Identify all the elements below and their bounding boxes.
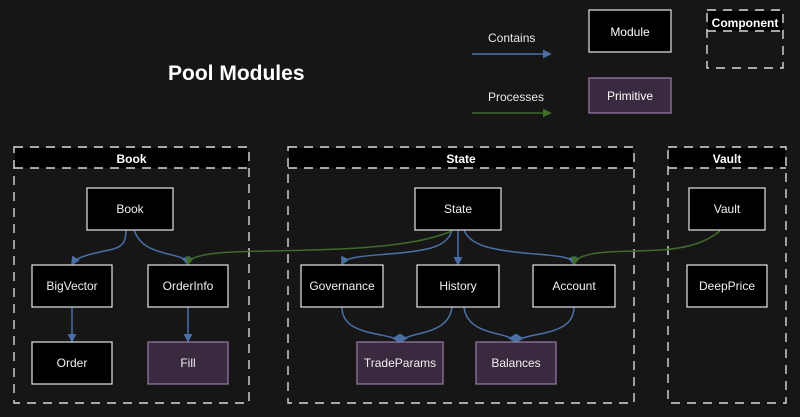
legend-primitive-box (588, 77, 672, 114)
node-label-balances: Balances (491, 356, 540, 370)
edge-contains-history-to-balances (463, 306, 517, 344)
section-header-band (289, 148, 633, 168)
section-border (667, 146, 787, 404)
edge-contains-book-to-bigvector (71, 229, 127, 266)
edge-contains-state-to-governance (341, 229, 453, 266)
section-label-vault: Vault (713, 152, 742, 166)
edge-processes-vault-to-account (571, 230, 721, 266)
legend-contains-label: Contains (488, 31, 535, 45)
section-state[interactable]: State (287, 146, 635, 404)
edge-contains-book-to-orderinfo (133, 229, 190, 266)
section-border (287, 146, 635, 404)
edge-contains-state-to-account (463, 229, 577, 266)
node-label-book: Book (116, 202, 144, 216)
node-box-module (300, 264, 384, 308)
legend-module-label: Module (610, 25, 650, 39)
section-header-band (669, 148, 785, 168)
legend-processes-label: Processes (488, 90, 544, 104)
page-title: Pool Modules (168, 62, 305, 85)
legend-component-label: Component (712, 16, 779, 30)
node-label-bigvector: BigVector (46, 279, 97, 293)
node-box-module (416, 264, 500, 308)
node-label-governance: Governance (309, 279, 375, 293)
node-box-primitive (475, 341, 557, 385)
node-label-fill: Fill (180, 356, 195, 370)
node-deepprice[interactable]: DeepPrice (686, 264, 768, 308)
node-fill[interactable]: Fill (147, 341, 229, 385)
node-bigvector[interactable]: BigVector (31, 264, 113, 308)
edge-contains-history-to-tradeparams (399, 306, 453, 344)
node-label-deepprice: DeepPrice (699, 279, 755, 293)
section-label-state: State (446, 152, 476, 166)
section-book[interactable]: Book (13, 146, 250, 404)
section-vault[interactable]: Vault (667, 146, 787, 404)
node-book[interactable]: Book (86, 187, 174, 231)
node-box-module (686, 264, 768, 308)
node-box-module (31, 264, 113, 308)
node-history[interactable]: History (416, 264, 500, 308)
edge-processes-state-to-orderinfo (185, 230, 453, 266)
node-account[interactable]: Account (532, 264, 616, 308)
node-orderinfo[interactable]: OrderInfo (147, 264, 229, 308)
node-governance[interactable]: Governance (300, 264, 384, 308)
node-box-module (31, 341, 113, 385)
node-box-primitive (356, 341, 444, 385)
node-state[interactable]: State (414, 187, 502, 231)
legend-component-box (706, 9, 784, 69)
edge-contains-account-to-balances (514, 306, 575, 344)
node-box-module (414, 187, 502, 231)
node-tradeparams[interactable]: TradeParams (356, 341, 444, 385)
node-label-history: History (439, 279, 476, 293)
node-label-account: Account (552, 279, 596, 293)
node-label-tradeparams: TradeParams (364, 356, 436, 370)
edge-contains-governance-to-tradeparams (341, 306, 402, 344)
node-balances[interactable]: Balances (475, 341, 557, 385)
node-vault[interactable]: Vault (688, 187, 766, 231)
node-box-primitive (147, 341, 229, 385)
edges-layer (67, 229, 721, 344)
node-label-order: Order (57, 356, 88, 370)
node-label-vault: Vault (714, 202, 741, 216)
node-box-module (86, 187, 174, 231)
node-order[interactable]: Order (31, 341, 113, 385)
node-box-module (147, 264, 229, 308)
legend-module-box (588, 9, 672, 53)
legend-component-band (708, 11, 782, 31)
section-header-band (15, 148, 248, 168)
node-label-orderinfo: OrderInfo (163, 279, 214, 293)
section-border (13, 146, 250, 404)
node-box-module (532, 264, 616, 308)
section-label-book: Book (117, 152, 147, 166)
legend-primitive-label: Primitive (607, 89, 653, 103)
node-box-module (688, 187, 766, 231)
node-label-state: State (444, 202, 472, 216)
